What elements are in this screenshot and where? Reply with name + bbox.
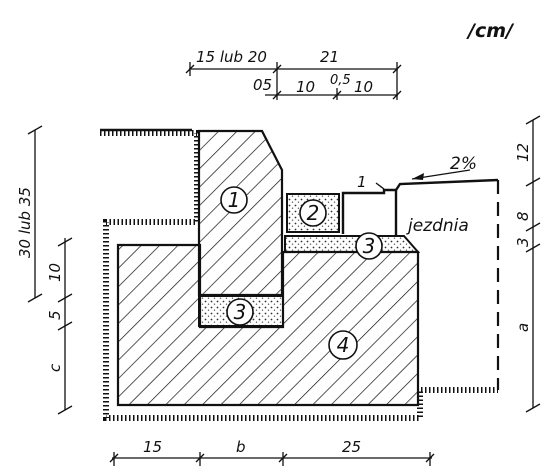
dim-gap-left: 05 [253, 76, 272, 94]
dim-gap-mid: 0,5 [330, 73, 351, 88]
part-number-4: 4 [328, 330, 358, 360]
dim-right-a: a [514, 323, 532, 332]
svg-text:4: 4 [337, 333, 350, 357]
dim-block-b: 10 [354, 78, 373, 96]
dim-bottom-25: 25 [342, 438, 361, 456]
svg-text:1: 1 [228, 188, 241, 212]
part-number-3-upper: 3 [355, 232, 383, 260]
bedding-layer-upper [284, 235, 421, 253]
dim-block-a: 10 [296, 78, 315, 96]
slope-label: 2% [450, 154, 477, 174]
top-dimension-lines [185, 62, 402, 100]
slope-arrow [411, 169, 471, 180]
dim-right-3: 3 [514, 237, 532, 247]
dim-bottom-b: b [236, 438, 246, 456]
part-number-1: 1 [220, 186, 248, 214]
svg-text:2: 2 [307, 201, 320, 225]
bottom-dimension-lines [109, 452, 435, 466]
dim-right-8: 8 [514, 211, 532, 221]
dim-curb-height: 30 lub 35 [16, 187, 34, 258]
ground-soil [100, 128, 498, 421]
dim-left-10: 10 [46, 263, 64, 282]
part-number-3-lower: 3 [226, 298, 254, 326]
road-label: jezdnia [406, 216, 469, 236]
right-dimension-lines [525, 115, 541, 413]
dim-bottom-15: 15 [143, 438, 162, 456]
dim-left-5: 5 [46, 310, 64, 320]
dim-left-c: c [46, 363, 64, 372]
svg-text:3: 3 [363, 234, 376, 258]
dim-curb-width: 15 lub 20 [196, 48, 267, 66]
unit-label: /cm/ [466, 20, 515, 42]
road-pavement [341, 178, 500, 390]
svg-text:3: 3 [234, 300, 247, 324]
left-dimension-lines [27, 125, 73, 415]
curb-stone [197, 129, 284, 297]
dim-gutter-total: 21 [320, 48, 339, 66]
part-number-2: 2 [299, 199, 327, 227]
small-dimension: 1 [357, 173, 367, 191]
dim-right-12: 12 [514, 143, 532, 162]
